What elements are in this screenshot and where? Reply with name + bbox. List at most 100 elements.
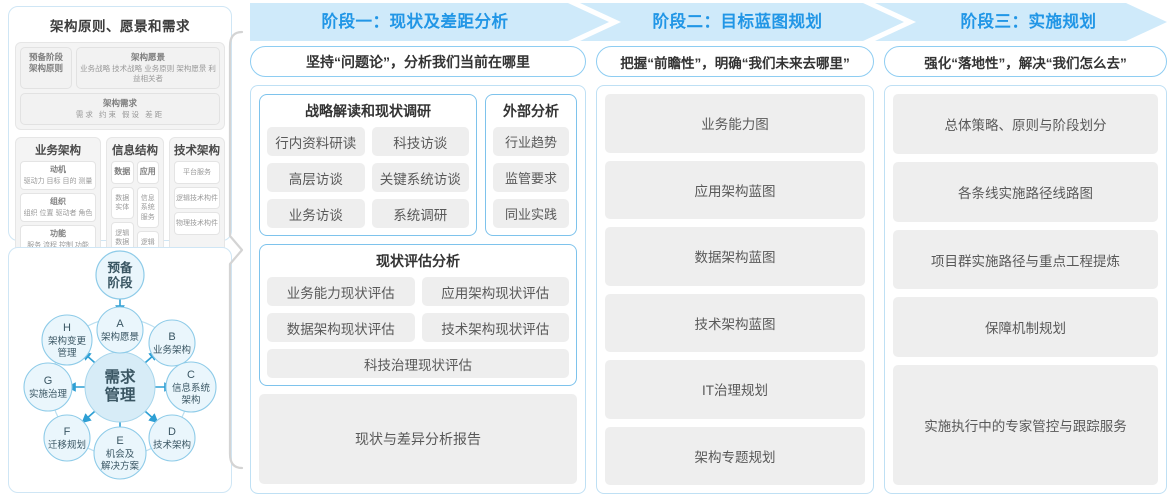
phase-band-shape [250,3,1167,41]
implementation-item[interactable]: 各条线实施路径线路图 [893,161,1158,222]
cycle-node-c-label1: 信息系统 [172,382,211,394]
cycle-node-a-label: 架构愿景 [101,331,139,343]
architecture-requirement-box: 架构需求 需求 约束 假设 差距 [20,93,220,126]
prep-phase-sub: 架构原则 [28,63,63,74]
research-item[interactable]: 业务访谈 [267,199,365,228]
cycle-node-e-key: E [116,435,123,447]
requirement-sub: 需求 约束 假设 差距 [75,110,165,120]
cycle-node-g-label: 实施治理 [29,388,68,400]
togaf-framework-card: 架构原则、愿景和需求 预备阶段 架构原则 架构愿景 业务战略 技术战略 业务原则… [8,6,232,380]
implementation-item[interactable]: 实施执行中的专家管控与跟踪服务 [893,365,1158,485]
cycle-node-h-label1: 架构变更 [48,335,87,347]
business-architecture-column: 业务架构 动机 驱动力 目标 目的 测量 组织 组织 位置 驱动者 角色 功能 [15,137,101,322]
external-item[interactable]: 同业实践 [493,199,569,228]
phase-3-column: 强化“落地性”，解决“我们怎么去” 总体策略、原则与阶段划分 各条线实施路径线路… [884,46,1167,494]
physical-technology-component-box: 物理技术构件 [174,212,220,235]
principles-vision-group: 预备阶段 架构原则 架构愿景 业务战略 技术战略 业务原则 架构愿景 利益相关者… [15,42,225,131]
phase-1-label: 阶段一：现状及差距分析 [321,13,509,31]
vision-head: 架构愿景 [130,52,165,62]
phase-2-subtitle: 把握“前瞻性”，明确“我们未来去哪里” [596,46,874,77]
adm-cycle-card: 需求 管理 预备 阶段 A 架构愿景 B 业务架构 C 信息系统 架构 [8,247,232,493]
data-entity-box: 数据实体 [111,186,134,219]
bracket-connector [228,30,252,475]
prep-phase-box: 预备阶段 架构原则 [20,47,72,90]
phase-2-panel: 业务能力图 应用架构蓝图 数据架构蓝图 技术架构蓝图 IT治理规划 架构专题规划 [596,85,874,494]
information-system-service-box: 信息系统服务 [136,186,159,229]
cycle-node-b-label: 业务架构 [153,344,191,356]
adm-cycle-svg: 需求 管理 预备 阶段 A 架构愿景 B 业务架构 C 信息系统 架构 [23,250,217,480]
cycle-node-c-key: C [187,369,195,381]
platform-service-box: 平台服务 [174,161,220,184]
research-item[interactable]: 行内资料研读 [267,127,365,156]
cycle-node-c-label2: 架构 [181,394,200,406]
cycle-center-line1: 需求 [104,367,136,386]
gap-analysis-report[interactable]: 现状与差异分析报告 [259,394,577,484]
vision-sub: 业务战略 技术战略 业务原则 架构愿景 利益相关者 [80,64,216,84]
cycle-node-d-key: D [168,426,176,438]
information-structure-title: 信息结构 [112,145,158,158]
phase-2-items: 业务能力图 应用架构蓝图 数据架构蓝图 技术架构蓝图 IT治理规划 架构专题规划 [605,94,865,485]
blueprint-item[interactable]: 技术架构蓝图 [605,293,865,352]
cycle-node-h-key: H [63,322,71,334]
phase-2-label: 阶段二：目标蓝图规划 [652,13,823,31]
assessment-item[interactable]: 业务能力现状评估 [267,277,415,306]
togaf-title: 架构原则、愿景和需求 [50,19,190,34]
cycle-prep-line1: 预备 [107,260,133,275]
phase-3-panel: 总体策略、原则与阶段划分 各条线实施路径线路图 项目群实施路径与重点工程提炼 保… [884,85,1167,494]
cycle-node-e-label2: 解决方案 [101,460,140,472]
phase-3-items: 总体策略、原则与阶段划分 各条线实施路径线路图 项目群实施路径与重点工程提炼 保… [893,94,1158,485]
cycle-node-b-key: B [168,331,175,343]
cycle-center-line2: 管理 [104,385,136,404]
research-title: 战略解读和现状调研 [305,103,431,119]
requirement-head: 架构需求 [102,98,137,109]
research-item[interactable]: 高层访谈 [267,163,365,192]
blueprint-item[interactable]: 数据架构蓝图 [605,227,865,286]
phase-1-panel: 战略解读和现状调研 行内资料研读 科技访谈 高层访谈 关键系统访谈 [250,85,586,494]
phase-2-column: 把握“前瞻性”，明确“我们未来去哪里” 业务能力图 应用架构蓝图 数据架构蓝图 … [596,46,874,494]
assessment-item[interactable]: 数据架构现状评估 [267,313,415,342]
implementation-item[interactable]: 保障机制规划 [893,297,1158,358]
motivation-box: 动机 驱动力 目标 目的 测量 [20,161,96,191]
cycle-node-f-label: 迁移规划 [48,439,86,451]
technology-architecture-title: 技术架构 [174,145,220,158]
business-architecture-title: 业务架构 [35,145,81,158]
phase-1-column: 坚持“问题论”，分析我们当前在哪里 战略解读和现状调研 行内资料研读 科技访谈 … [250,46,586,494]
assessment-item-full[interactable]: 科技治理现状评估 [267,349,569,378]
cycle-node-f-key: F [64,426,71,438]
phase-3-subtitle: 强化“落地性”，解决“我们怎么去” [884,46,1167,77]
assessment-item[interactable]: 技术架构现状评估 [421,313,569,342]
research-section: 战略解读和现状调研 行内资料研读 科技访谈 高层访谈 关键系统访谈 [259,94,477,236]
cycle-node-g-key: G [44,375,53,387]
external-item[interactable]: 行业趋势 [493,127,569,156]
prep-phase-head: 预备阶段 [28,52,63,62]
research-item[interactable]: 科技访谈 [371,127,469,156]
phase-3-label: 阶段三：实施规划 [960,13,1097,31]
research-item[interactable]: 关键系统访谈 [371,163,469,192]
implementation-item[interactable]: 总体策略、原则与阶段划分 [893,94,1158,154]
external-analysis-title: 外部分析 [503,103,559,119]
external-item[interactable]: 监管要求 [493,163,569,192]
architecture-vision-box: 架构愿景 业务战略 技术战略 业务原则 架构愿景 利益相关者 [76,47,220,90]
assessment-item[interactable]: 应用架构现状评估 [421,277,569,306]
blueprint-item[interactable]: 架构专题规划 [605,426,865,485]
cycle-node-d-label: 技术架构 [153,439,191,451]
research-item[interactable]: 系统调研 [371,199,469,228]
left-column: 架构原则、愿景和需求 预备阶段 架构原则 架构愿景 业务战略 技术战略 业务原则… [8,6,232,493]
implementation-item[interactable]: 项目群实施路径与重点工程提炼 [893,229,1158,290]
assessment-title: 现状评估分析 [376,253,460,269]
phase-band: 阶段一：现状及差距分析 阶段二：目标蓝图规划 阶段三：实施规划 [250,3,1167,41]
external-analysis-section: 外部分析 行业趋势 监管要求 同业实践 [485,94,577,236]
phase-1-subtitle: 坚持“问题论”，分析我们当前在哪里 [250,46,586,77]
logical-technology-component-box: 逻辑技术构件 [174,186,220,210]
data-head-box: 数据 [111,161,134,184]
phase-columns: 坚持“问题论”，分析我们当前在哪里 战略解读和现状调研 行内资料研读 科技访谈 … [250,46,1167,494]
cycle-prep-line2: 阶段 [107,275,133,290]
cycle-node-a-key: A [116,318,124,330]
blueprint-item[interactable]: 应用架构蓝图 [605,160,865,219]
blueprint-item[interactable]: IT治理规划 [605,360,865,419]
phase-1-top-split: 战略解读和现状调研 行内资料研读 科技访谈 高层访谈 关键系统访谈 [259,94,577,236]
blueprint-item[interactable]: 业务能力图 [605,94,865,153]
cycle-node-h-label2: 管理 [57,347,77,359]
application-head-box: 应用 [136,161,159,184]
